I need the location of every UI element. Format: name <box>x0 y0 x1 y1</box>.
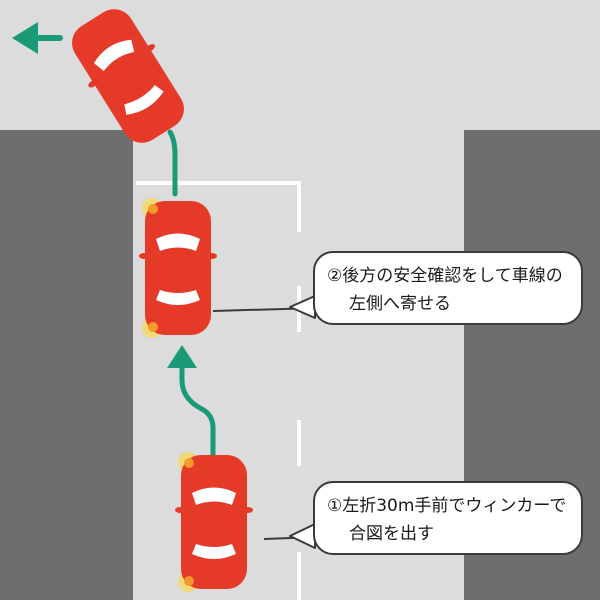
arrow-icon <box>12 22 38 54</box>
callout-step-2-line-1: ②後方の安全確認をして車線の <box>327 266 563 286</box>
car-step-1 <box>175 452 253 592</box>
callout-step-2: ②後方の安全確認をして車線の 左側へ寄せる <box>313 251 583 325</box>
callout-step-1: ①左折30m手前でウィンカーで 合図を出す <box>313 481 583 555</box>
exit-arrow <box>12 22 63 54</box>
upper-path-arrow <box>167 129 178 197</box>
callout-step-1-line-2: 合図を出す <box>349 524 434 544</box>
callout-step-2-line-2: 左側へ寄せる <box>349 294 451 314</box>
callout-pointer-1 <box>212 295 319 319</box>
left-building <box>0 130 133 600</box>
car-top-view-icon <box>139 201 217 335</box>
car-step-2 <box>139 198 217 338</box>
car-top-view-icon <box>175 455 253 589</box>
callout-step-1-line-1: ①左折30m手前でウィンカーで <box>327 496 567 516</box>
callout-pointer-2 <box>263 523 319 549</box>
arrow-icon <box>167 345 197 368</box>
lower-path-arrow <box>167 345 216 463</box>
lane-stop-line <box>136 181 301 232</box>
